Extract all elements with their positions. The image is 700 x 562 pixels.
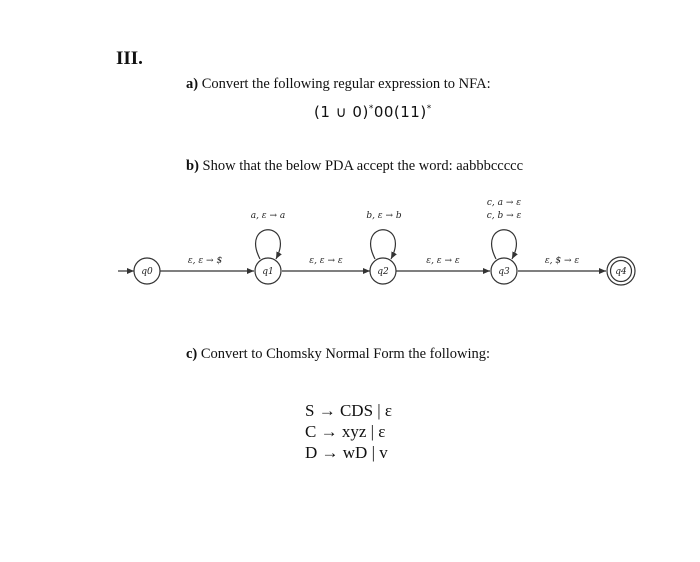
part-a-text: Convert the following regular expression… bbox=[201, 76, 491, 92]
state-label-q2: q2 bbox=[377, 267, 389, 277]
grammar-rule-s: S → CDS | ε bbox=[305, 401, 393, 420]
state-q1 bbox=[254, 257, 282, 285]
regex-tail: 00(11) bbox=[373, 103, 427, 121]
state-q4 bbox=[606, 256, 636, 286]
loop-q1 bbox=[255, 229, 282, 260]
label-q3-q4: ε, $ → ε bbox=[545, 256, 580, 266]
regular-expression: (1 ∪ 0)*00(11)* bbox=[314, 103, 432, 121]
state-q0 bbox=[133, 257, 161, 285]
part-a-letter: a) bbox=[186, 76, 199, 92]
state-label-q0: q0 bbox=[141, 267, 153, 277]
label-q2-q3: ε, ε → ε bbox=[426, 256, 460, 266]
grammar-rule-d: D → wD | v bbox=[305, 443, 388, 462]
regex-star-1: * bbox=[368, 104, 374, 114]
grammar-rules: S → CDS | ε C → xyz | ε D → wD | v bbox=[305, 400, 392, 463]
state-label-q3: q3 bbox=[498, 267, 510, 277]
loop-label-q2: b, ε → b bbox=[366, 211, 402, 221]
state-q2 bbox=[369, 257, 397, 285]
loop-q2 bbox=[370, 229, 397, 260]
grammar-rule-c: C → xyz | ε bbox=[305, 422, 386, 441]
state-q4-accept-ring bbox=[609, 259, 633, 283]
loop-label-q3-2: c, b → ε bbox=[487, 211, 522, 221]
section-number: III. bbox=[116, 48, 143, 69]
loop-q3 bbox=[491, 229, 518, 260]
part-b-text: Show that the below PDA accept the word:… bbox=[202, 158, 524, 174]
part-c-letter: c) bbox=[186, 346, 198, 362]
part-b-instruction: b) Show that the below PDA accept the wo… bbox=[186, 158, 523, 175]
part-c-text: Convert to Chomsky Normal Form the follo… bbox=[200, 346, 491, 362]
part-c-instruction: c) Convert to Chomsky Normal Form the fo… bbox=[186, 346, 490, 363]
part-b-letter: b) bbox=[186, 158, 199, 174]
state-q3 bbox=[490, 257, 518, 285]
state-label-q4: q4 bbox=[615, 267, 627, 277]
regex-group: (1 ∪ 0) bbox=[314, 103, 369, 121]
loop-label-q1: a, ε → a bbox=[251, 211, 286, 221]
label-q0-q1: ε, ε → $ bbox=[188, 256, 223, 266]
part-a-instruction: a) Convert the following regular express… bbox=[186, 76, 491, 93]
state-label-q1: q1 bbox=[262, 267, 274, 277]
label-q1-q2: ε, ε → ε bbox=[309, 256, 343, 266]
loop-label-q3-1: c, a → ε bbox=[487, 198, 521, 208]
regex-star-2: * bbox=[426, 104, 432, 114]
